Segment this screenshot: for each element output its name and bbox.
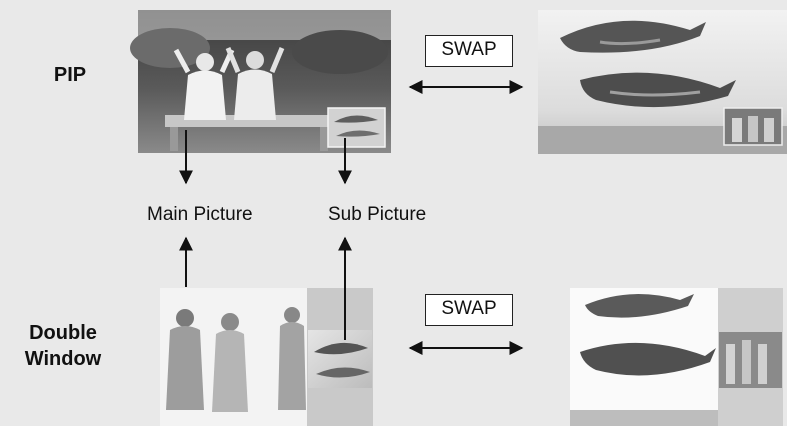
double-window-swapped-screen — [570, 288, 783, 426]
double-window-label-line2: Window — [8, 346, 118, 372]
sub-picture-caption: Sub Picture — [328, 203, 426, 227]
double-window-label: Double Window — [8, 320, 118, 372]
double-window-label-line1: Double — [8, 320, 118, 346]
double-window-swapped-sub — [719, 332, 782, 388]
pip-swapped-screen — [538, 10, 787, 154]
main-picture-caption: Main Picture — [147, 203, 253, 227]
pip-main-screen — [130, 10, 391, 153]
double-window-sub — [308, 330, 372, 388]
pip-label: PIP — [40, 62, 100, 88]
swap-label-top: SWAP — [425, 35, 513, 67]
pip-sub-inset — [328, 108, 385, 147]
double-window-screen — [160, 288, 373, 426]
pip-swapped-inset — [724, 108, 782, 145]
swap-label-bottom: SWAP — [425, 294, 513, 326]
